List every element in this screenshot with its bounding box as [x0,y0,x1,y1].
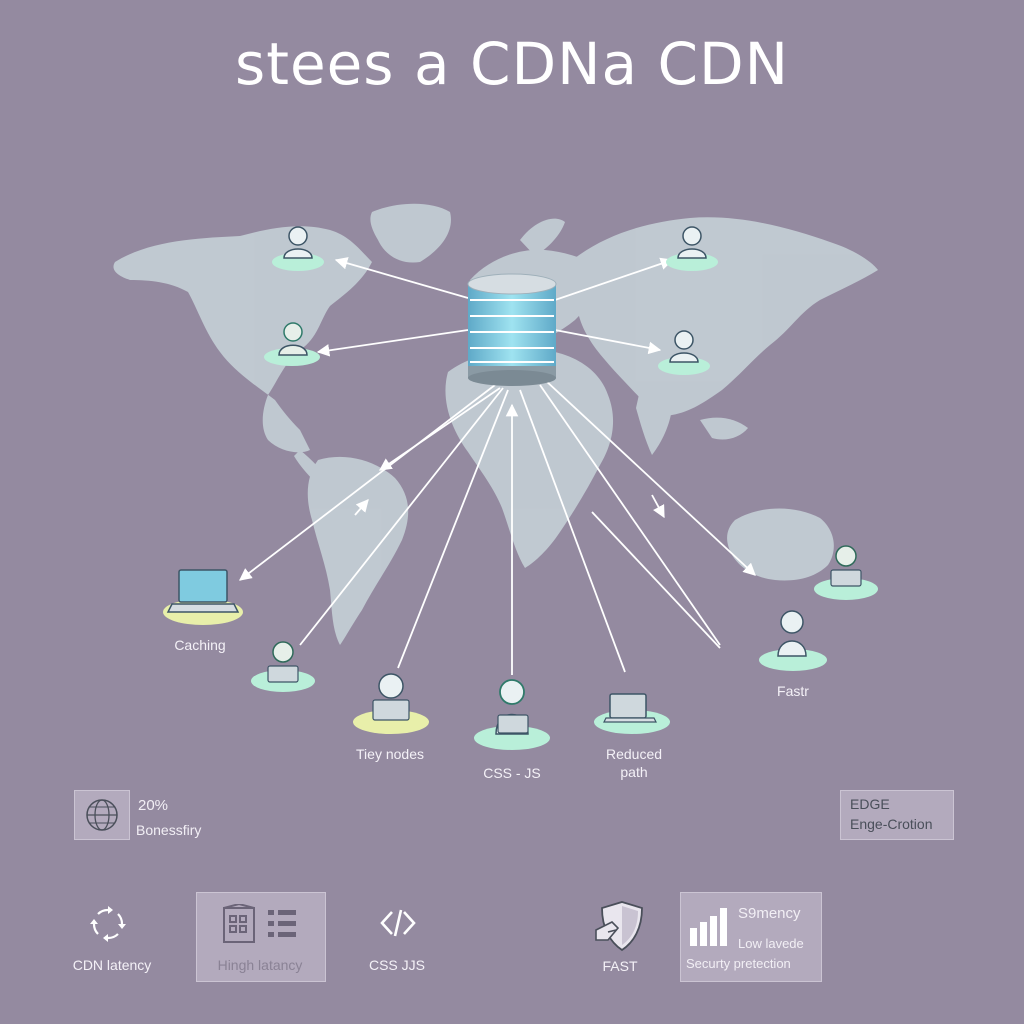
feature-css-js: CSS JJS [368,957,425,973]
arrow-ne-mid [554,329,662,355]
user-node-fastr [759,610,827,671]
user-node-sa [251,641,315,692]
laptop-node-reduced [594,693,670,734]
shield-icon [595,901,643,952]
world-map [113,203,878,645]
edge-title: EDGE [850,796,890,812]
user-node-na-mid [264,322,320,366]
arrow-right-line [591,511,721,649]
edge-subtitle: Enge-Crotion [850,816,933,832]
japan [794,282,806,315]
north-america [113,226,373,453]
label-tiny-nodes: Tiey nodes [356,746,424,762]
globe-icon [86,799,118,831]
scandinavia [520,218,565,256]
security-label: Securty pretection [686,956,791,971]
page-title: stees a CDNa CDN [234,30,790,98]
arrow-laptop [238,384,496,581]
user-node-australia [814,545,878,600]
refresh-icon [90,906,126,942]
arrow-left-mark [354,499,369,516]
cdn-server-icon [467,273,557,386]
label-faster: Fastr [777,683,809,699]
label-css-js: CSS - JS [483,765,541,781]
server-rack-icon [223,904,296,943]
user-node-asia-top [666,226,718,271]
india [636,389,672,455]
stat-label: Bonessfiry [136,822,202,838]
australia [727,508,834,581]
security-subtitle: Low lavede [738,936,804,951]
stat-value: 20% [138,797,169,814]
feature-high-latency: Hingh latancy [217,957,303,973]
arrow-short-mark [651,494,665,519]
south-america [307,456,409,645]
arrow-nw-mid [316,329,469,357]
arrow-australia [544,379,756,576]
user-node-asia-mid [658,330,710,375]
greenland [370,203,451,263]
arrow-ne-top [554,257,674,301]
code-icon [380,909,416,937]
feature-fast: FAST [602,958,638,974]
user-node-tiny [353,673,429,734]
laptop-node [163,569,243,625]
connection-arrows [238,257,756,675]
feature-tile-highlight [196,892,326,982]
asia [572,217,878,416]
label-caching: Caching [174,637,226,653]
se-asia [700,417,748,440]
globe-tile [74,790,130,840]
arrow-left-user [299,387,504,646]
feature-cdn-latency: CDN latency [72,957,152,973]
user-node-na-top [272,226,324,271]
arrow-tiny [397,389,509,669]
bar-chart-icon [690,908,727,946]
arrow-long-right [539,384,721,646]
security-title: S9mency [738,905,801,922]
arrow-reduced [519,389,626,673]
arrow-mid-left-a [378,387,501,471]
label-reduced-path: Reduced path [605,746,663,780]
user-node-center [474,679,550,750]
arrow-nw-top [334,257,469,299]
edge-box [840,790,954,840]
